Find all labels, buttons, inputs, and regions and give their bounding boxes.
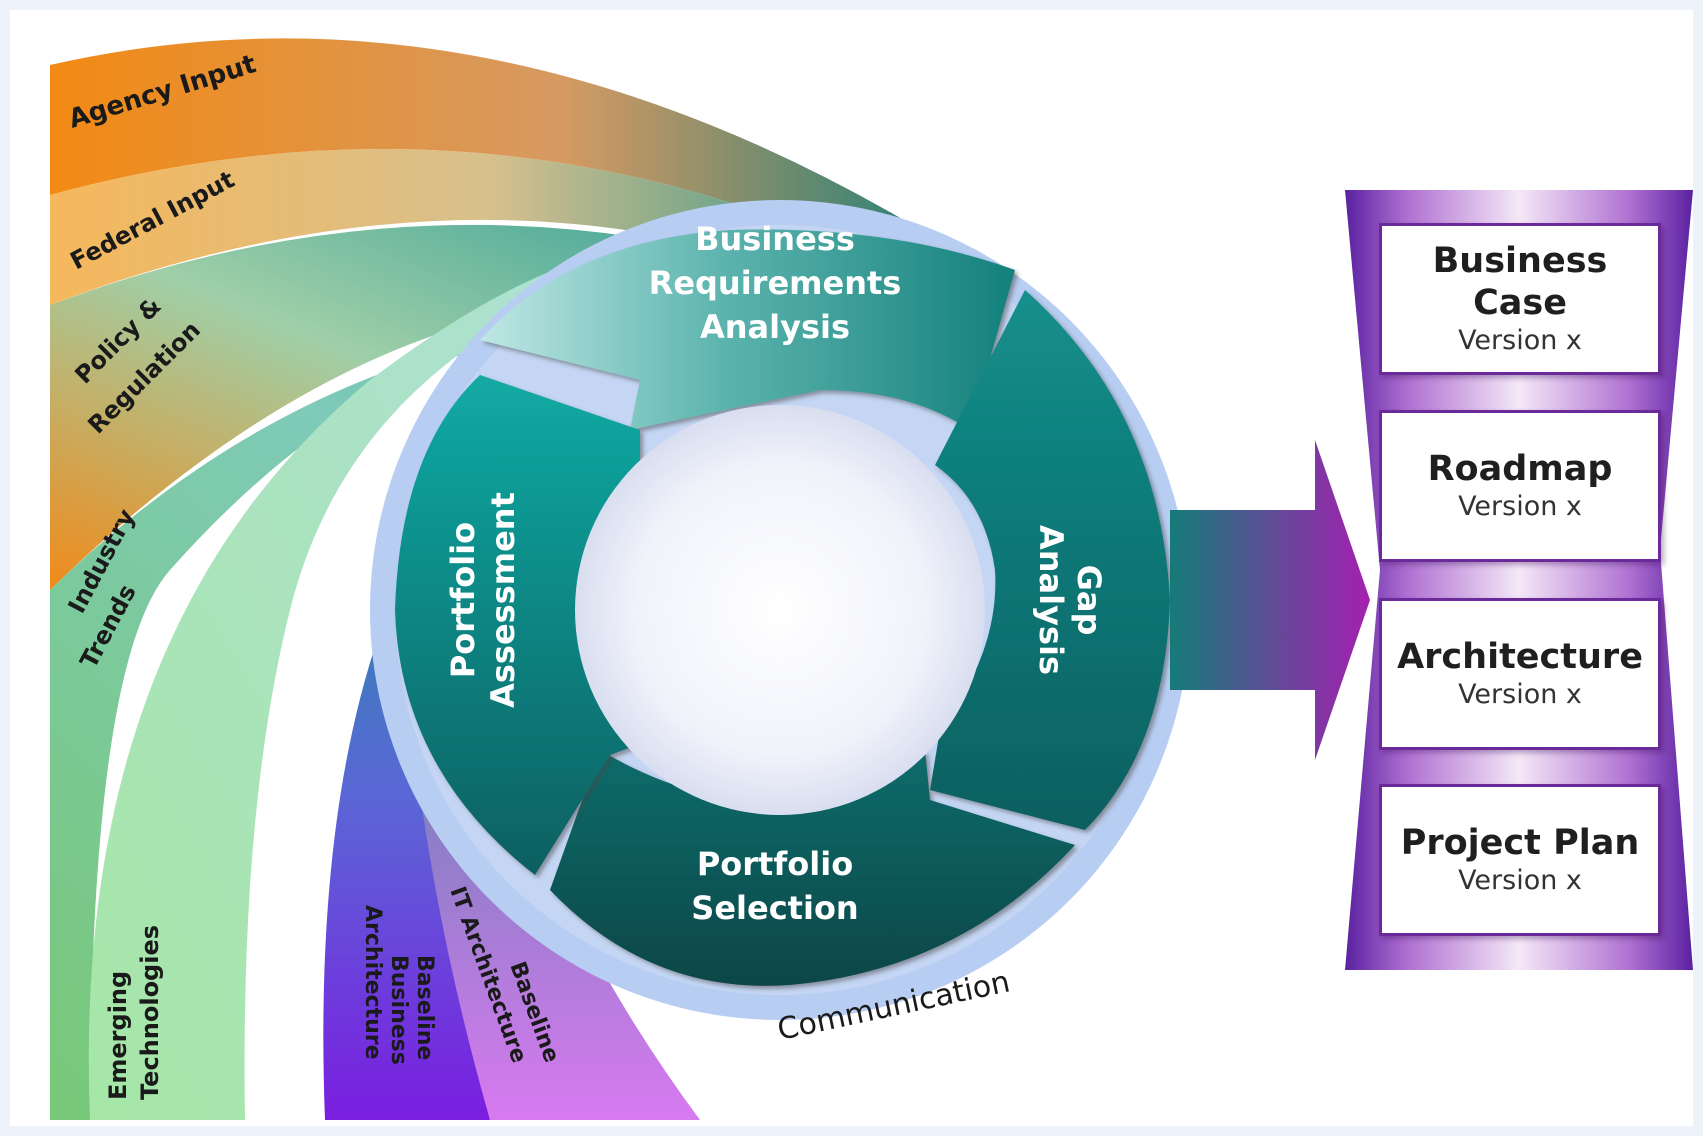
deliverable-business-case: Business Case Version x	[1379, 223, 1661, 375]
deliverable-architecture: Architecture Version x	[1379, 598, 1661, 750]
portfolio-selection-label-line2: Selection	[691, 889, 858, 927]
baseline-business-architecture-label-line1: Baseline	[412, 955, 437, 1060]
process-diagram: Agency Input Federal Input Policy & Regu…	[50, 38, 1693, 1120]
business-requirements-analysis-label-line3: Analysis	[700, 308, 850, 346]
portfolio-selection-arrow	[550, 750, 1075, 986]
emerging-technologies-label-line2: Technologies	[136, 925, 164, 1100]
agency-input-band	[50, 38, 985, 286]
portfolio-assessment-label-line2: Assessment	[484, 492, 522, 708]
deliverable-roadmap: Roadmap Version x	[1379, 410, 1661, 562]
deliverable-version: Version x	[1458, 865, 1582, 896]
gap-analysis-arrow	[930, 290, 1170, 830]
baseline-business-architecture-label-line3: Architecture	[360, 905, 385, 1060]
deliverable-title: Business Case	[1432, 241, 1608, 323]
deliverable-title: Project Plan	[1400, 823, 1640, 863]
deliverable-title: Architecture	[1397, 637, 1643, 677]
emerging-technologies-label-line1: Emerging	[104, 971, 132, 1100]
baseline-business-architecture-label-line2: Business	[386, 955, 411, 1065]
business-requirements-analysis-arrow	[480, 229, 1015, 430]
diagram-canvas: Agency Input Federal Input Policy & Regu…	[10, 10, 1693, 1126]
deliverable-version: Version x	[1458, 679, 1582, 710]
portfolio-assessment-label-line1: Portfolio	[444, 522, 482, 678]
gap-analysis-label-line2: Analysis	[1032, 525, 1070, 675]
deliverables-container	[1345, 190, 1693, 970]
output-arrow	[1170, 440, 1370, 760]
deliverable-project-plan: Project Plan Version x	[1379, 784, 1661, 936]
deliverable-version: Version x	[1458, 325, 1582, 356]
gap-analysis-label-line1: Gap	[1070, 565, 1108, 636]
deliverable-version: Version x	[1458, 491, 1582, 522]
federal-input-band	[50, 149, 930, 315]
portfolio-selection-label-line1: Portfolio	[697, 845, 853, 883]
cycle-center	[575, 405, 985, 815]
portfolio-assessment-arrow	[395, 375, 650, 875]
deliverable-title: Roadmap	[1427, 449, 1613, 489]
policy-regulation-band	[50, 224, 910, 590]
business-requirements-analysis-label-line2: Requirements	[649, 264, 902, 302]
business-requirements-analysis-label-line1: Business	[695, 220, 855, 258]
emerging-technologies-band	[88, 250, 630, 1120]
